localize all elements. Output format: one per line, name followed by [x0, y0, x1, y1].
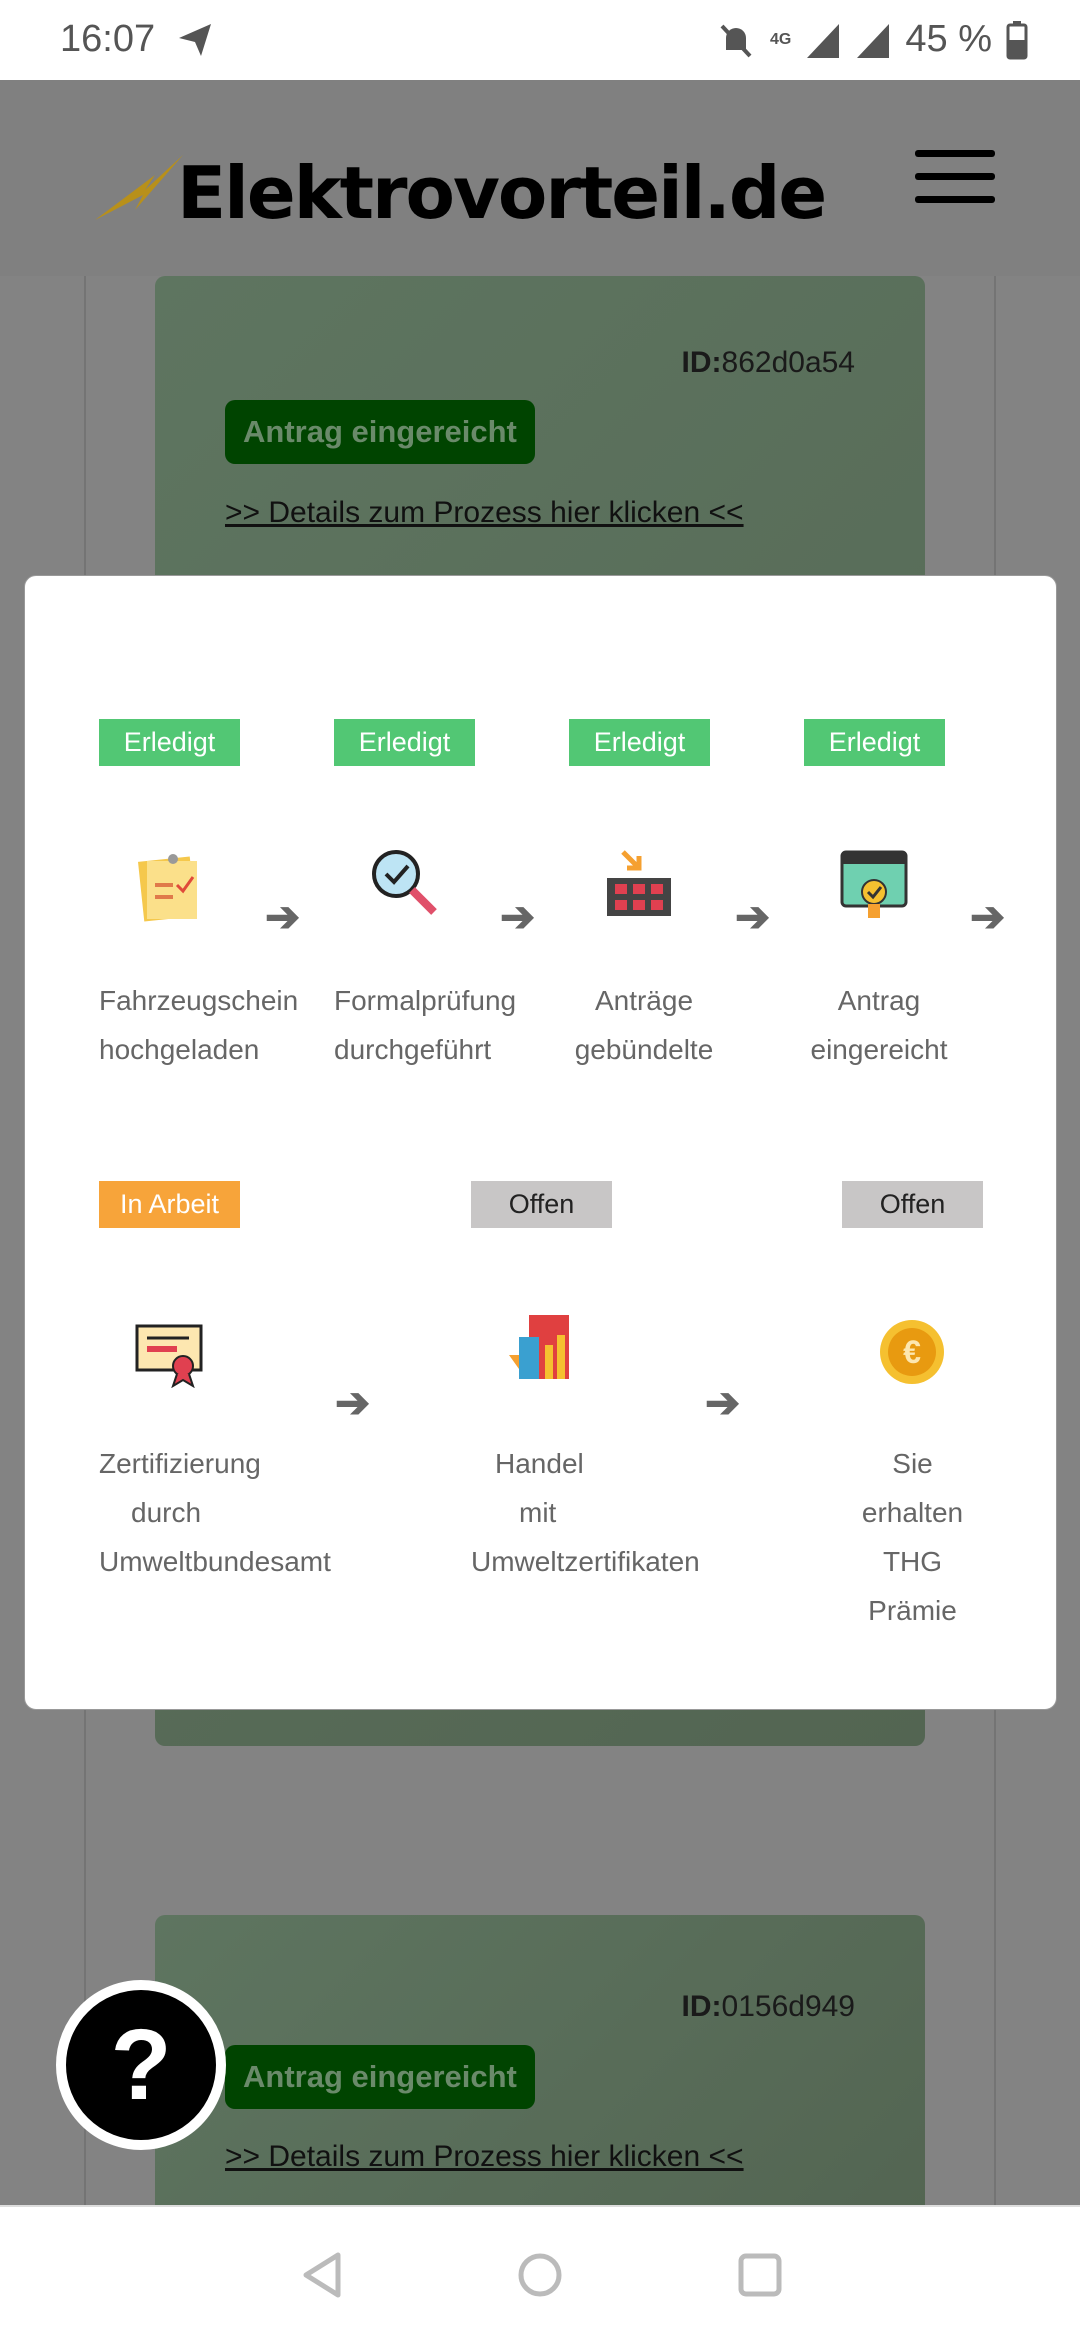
- euro-coin-icon: €: [880, 1320, 944, 1384]
- arrow-right-icon: ➔: [265, 893, 301, 940]
- status-button[interactable]: Antrag eingereicht: [225, 2045, 535, 2109]
- svg-text:€: €: [903, 1334, 921, 1370]
- home-icon[interactable]: [515, 2249, 565, 2301]
- status-bar: 16:07 4G 45 %: [0, 0, 1080, 80]
- battery-icon: [1006, 20, 1028, 59]
- status-badge: In Arbeit: [99, 1181, 240, 1228]
- clock: 16:07: [60, 18, 156, 60]
- magnifier-check-icon: [372, 850, 437, 915]
- logo-text: Elektrovorteil.de: [177, 151, 827, 235]
- site-header: Elektrovorteil.de: [0, 80, 1080, 276]
- bundle-icon: [607, 850, 671, 916]
- recents-icon[interactable]: [735, 2249, 785, 2301]
- application-id: ID:0156d949: [681, 1990, 855, 2023]
- arrow-right-icon: ➔: [500, 893, 536, 940]
- signal-icon-2: [857, 23, 890, 58]
- status-badge: Offen: [471, 1181, 612, 1228]
- arrow-right-icon: ➔: [335, 1379, 371, 1426]
- status-button[interactable]: Antrag eingereicht: [225, 400, 535, 464]
- lightning-logo-icon: [95, 155, 183, 220]
- details-link[interactable]: >> Details zum Prozess hier klicken <<: [225, 496, 744, 529]
- folder-check-icon: [840, 850, 908, 918]
- battery-percent: 45 %: [905, 18, 992, 60]
- signal-icon: [807, 23, 840, 58]
- trading-chart-icon: [509, 1315, 569, 1379]
- certificate-icon: [135, 1324, 203, 1388]
- help-button[interactable]: ?: [56, 1980, 226, 2150]
- mute-bell-icon: [720, 24, 752, 57]
- arrow-right-icon: ➔: [970, 893, 1006, 940]
- details-link[interactable]: >> Details zum Prozess hier klicken <<: [225, 2140, 744, 2173]
- status-badge: Erledigt: [569, 719, 710, 766]
- back-icon[interactable]: [298, 2249, 348, 2301]
- status-badge: Erledigt: [804, 719, 945, 766]
- application-card: ID:0156d949 Antrag eingereicht >> Detail…: [155, 1915, 925, 2235]
- document-icon: [138, 854, 197, 922]
- arrow-right-icon: ➔: [735, 893, 771, 940]
- telegram-icon: [179, 24, 211, 56]
- process-modal: Erledigt Erledigt Erledigt Erledigt ➔ ➔ …: [24, 575, 1057, 1710]
- application-id: ID:862d0a54: [681, 346, 855, 379]
- arrow-right-icon: ➔: [705, 1379, 741, 1426]
- menu-button[interactable]: [915, 150, 995, 219]
- network-type: 4G: [770, 30, 792, 48]
- status-badge: Offen: [842, 1181, 983, 1228]
- site-logo[interactable]: Elektrovorteil.de: [95, 125, 827, 235]
- navigation-bar: [0, 2205, 1080, 2340]
- status-badge: Erledigt: [334, 719, 475, 766]
- status-badge: Erledigt: [99, 719, 240, 766]
